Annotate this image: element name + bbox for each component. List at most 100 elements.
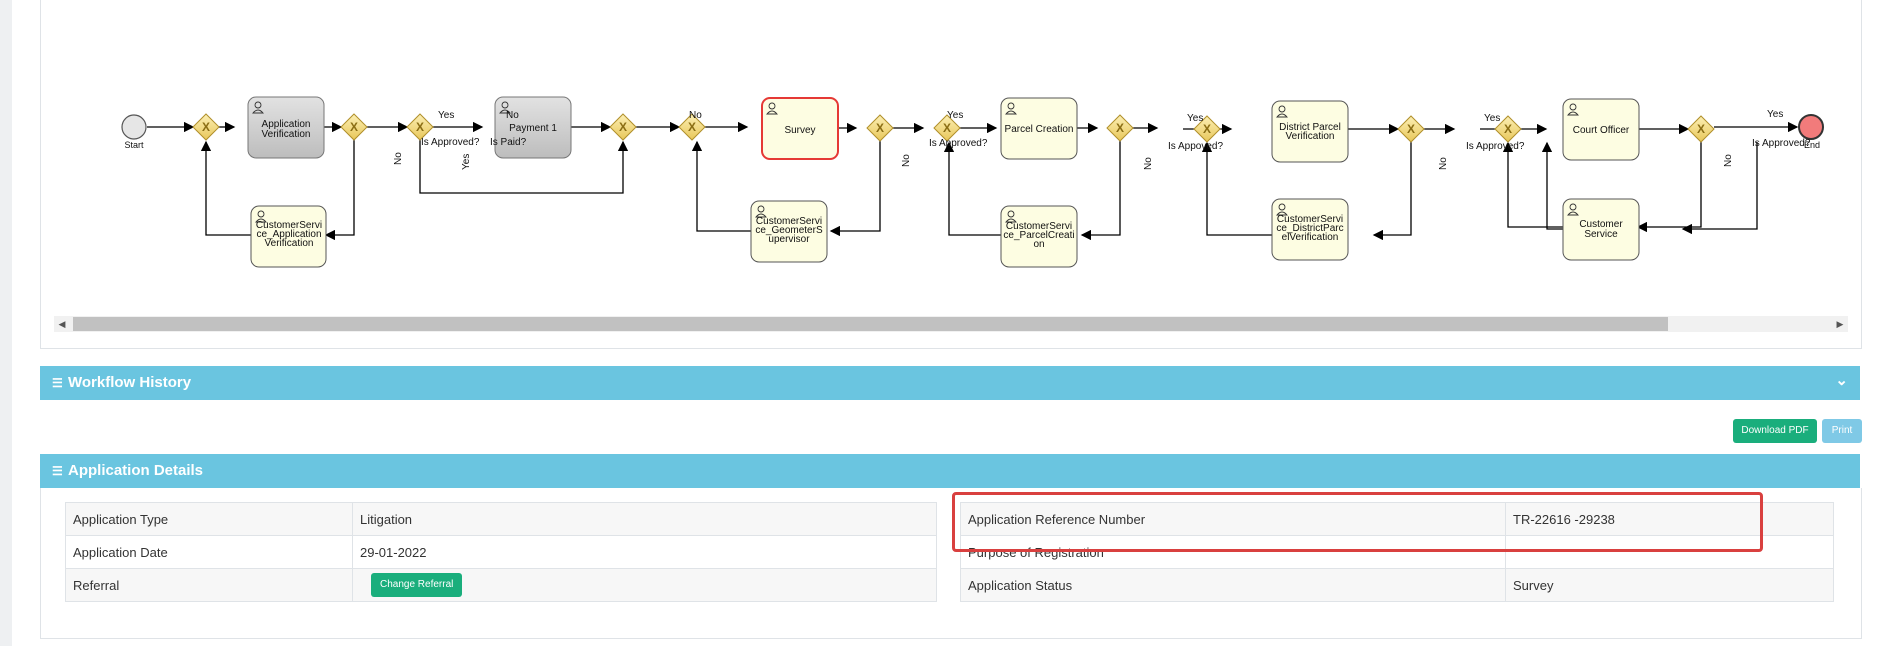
- detail-value: TR-22616 -29238: [1505, 502, 1834, 536]
- detail-key: Referral: [65, 568, 353, 602]
- task-application-verification: [247, 96, 325, 159]
- user-icon: [252, 101, 264, 114]
- table-row: Referral Change Referral: [65, 568, 937, 602]
- svg-text:No: No: [1438, 157, 1449, 170]
- task-district-parcel: [1271, 100, 1349, 163]
- scroll-right-icon[interactable]: ▶: [1836, 319, 1844, 329]
- gateway-1: [192, 113, 220, 141]
- svg-text:Is Paid?: Is Paid?: [490, 137, 527, 148]
- diagram-horizontal-scrollbar[interactable]: ◀ ▶: [54, 316, 1848, 332]
- detail-value: Change Referral: [352, 568, 937, 602]
- svg-text:X: X: [1203, 122, 1211, 136]
- list-icon: ☰: [52, 464, 63, 478]
- svg-text:X: X: [688, 120, 696, 134]
- gateway-7: [933, 114, 961, 142]
- application-details-header[interactable]: ☰ Application Details: [40, 454, 1860, 488]
- application-details-left-table: Application Type Litigation Application …: [65, 502, 937, 602]
- chevron-down-icon[interactable]: ⌄: [1835, 372, 1848, 389]
- user-icon: [1276, 203, 1288, 216]
- workflow-history-header[interactable]: ☰ Workflow History ⌄: [40, 366, 1860, 400]
- gateway-9: [1193, 115, 1221, 143]
- workflow-history-title: Workflow History: [68, 374, 192, 391]
- detail-value: 29-01-2022: [352, 535, 937, 569]
- scrollbar-thumb[interactable]: [73, 317, 1668, 331]
- gateway-12: [1687, 115, 1715, 143]
- gateway-3: [406, 113, 434, 141]
- svg-text:No: No: [1723, 154, 1734, 167]
- task-survey: [761, 97, 839, 160]
- gateway-6: [866, 114, 894, 142]
- detail-value: Survey: [1505, 568, 1834, 602]
- download-pdf-button[interactable]: Download PDF: [1733, 419, 1817, 443]
- svg-text:No: No: [1143, 157, 1154, 170]
- svg-text:Yes: Yes: [461, 154, 472, 170]
- user-icon: [1005, 102, 1017, 115]
- svg-text:Is Approved?: Is Approved?: [929, 138, 988, 149]
- task-cs-district: [1271, 198, 1349, 261]
- svg-text:Yes: Yes: [1187, 113, 1203, 124]
- user-icon: [755, 205, 767, 218]
- task-parcel-creation: [1000, 97, 1078, 160]
- table-row: Application Type Litigation: [65, 502, 937, 536]
- detail-key: Application Date: [65, 535, 353, 569]
- change-referral-button[interactable]: Change Referral: [371, 573, 463, 597]
- svg-text:Yes: Yes: [438, 110, 454, 121]
- user-icon: [1567, 103, 1579, 116]
- table-row: Application Date 29-01-2022: [65, 535, 937, 569]
- reference-number-highlight: [952, 492, 1763, 552]
- svg-text:X: X: [1504, 122, 1512, 136]
- user-icon: [499, 101, 511, 114]
- task-court-officer-label: Court Officer: [1573, 125, 1630, 136]
- user-icon: [1005, 210, 1017, 223]
- gateway-8: [1106, 114, 1134, 142]
- svg-text:X: X: [943, 121, 951, 135]
- table-row: Application Status Survey: [960, 568, 1834, 602]
- svg-text:X: X: [416, 120, 424, 134]
- detail-value: Litigation: [352, 502, 937, 536]
- user-icon: [1276, 105, 1288, 118]
- task-customer-service: [1562, 198, 1640, 261]
- task-payment: [494, 96, 572, 159]
- start-event: [121, 114, 147, 140]
- gateway-10: [1397, 115, 1425, 143]
- detail-key: Application Reference Number: [960, 502, 1506, 536]
- task-cs-parcel: [1000, 205, 1078, 268]
- svg-text:Is Approved?: Is Approved?: [421, 137, 480, 148]
- user-icon: [255, 210, 267, 223]
- table-row: Application Reference Number TR-22616 -2…: [960, 502, 1834, 536]
- svg-text:X: X: [202, 120, 210, 134]
- svg-text:X: X: [1697, 122, 1705, 136]
- svg-text:X: X: [619, 120, 627, 134]
- start-label: Start: [124, 140, 144, 150]
- user-icon: [766, 102, 778, 115]
- gateway-2: [340, 113, 368, 141]
- application-details-title: Application Details: [68, 462, 204, 479]
- gateway-11: [1494, 115, 1522, 143]
- user-icon: [1567, 203, 1579, 216]
- svg-text:Is Appoved?: Is Appoved?: [1168, 141, 1223, 152]
- task-cs-application-verification: [250, 205, 327, 268]
- detail-key: Application Status: [960, 568, 1506, 602]
- svg-text:Yes: Yes: [1484, 113, 1500, 124]
- svg-text:X: X: [1116, 121, 1124, 135]
- application-details-right-table: Application Reference Number TR-22616 -2…: [960, 502, 1834, 602]
- svg-text:Is Approved?: Is Approved?: [1752, 138, 1811, 149]
- svg-text:No: No: [901, 154, 912, 167]
- print-button[interactable]: Print: [1822, 419, 1862, 443]
- scroll-left-icon[interactable]: ◀: [58, 319, 66, 329]
- svg-text:No: No: [689, 110, 702, 121]
- gateway-5: [678, 113, 706, 141]
- detail-key: Purpose of Registration: [960, 535, 1506, 569]
- list-icon: ☰: [52, 376, 63, 390]
- svg-text:Yes: Yes: [947, 110, 963, 121]
- svg-text:X: X: [350, 120, 358, 134]
- detail-key: Application Type: [65, 502, 353, 536]
